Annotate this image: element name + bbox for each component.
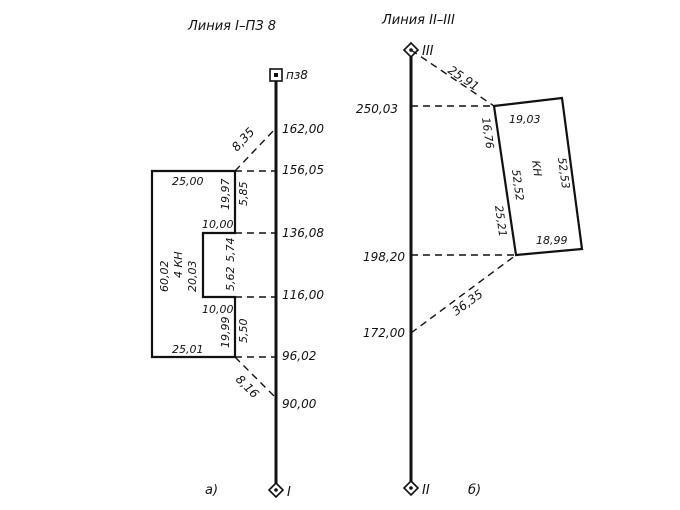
chainage-b-198: 198,20 bbox=[363, 250, 405, 264]
station-iii-label: III bbox=[422, 44, 434, 59]
diag-a-bottom bbox=[234, 356, 277, 399]
offset-b-left-side: 52,52 bbox=[509, 169, 526, 202]
building-b-label: КН bbox=[529, 160, 544, 178]
offset-a-inner-height: 20,03 bbox=[186, 261, 199, 293]
offset-a-outer-height: 60,02 bbox=[158, 261, 171, 293]
offset-a-lower-width: 25,01 bbox=[172, 343, 204, 356]
diagram-a: Линия I–ПЗ 8 пз8 I а) 162,00 156,05 136, bbox=[150, 19, 324, 500]
chainage-a-156: 156,05 bbox=[282, 163, 324, 177]
diag-b-top bbox=[410, 49, 495, 107]
offset-a-upper-side: 19,97 bbox=[219, 179, 232, 211]
offset-a-lower-side: 19,99 bbox=[219, 317, 232, 349]
chainage-a-136: 136,08 bbox=[282, 226, 324, 240]
offset-a-lower-off: 5,50 bbox=[237, 319, 250, 344]
offset-a-bottom-diag: 8,16 bbox=[233, 372, 262, 401]
offset-a-top-diag: 8,35 bbox=[229, 125, 257, 154]
chainage-b-250: 250,03 bbox=[356, 102, 398, 116]
offset-a-step-top: 10,00 bbox=[202, 218, 234, 231]
offset-a-inner-low: 5,62 bbox=[224, 267, 237, 292]
offset-a-inner-top: 5,74 bbox=[224, 238, 237, 263]
building-b-outline bbox=[492, 96, 584, 257]
chainage-a-96: 96,02 bbox=[282, 349, 316, 363]
caption-b: б) bbox=[468, 483, 481, 498]
offset-b-top-side: 19,03 bbox=[509, 113, 541, 126]
diag-a-top bbox=[234, 127, 277, 172]
offset-b-top-left: 16,76 bbox=[479, 117, 496, 150]
offset-b-lower-left: 25,21 bbox=[492, 205, 509, 238]
station-diamond-icon bbox=[267, 481, 285, 499]
station-ii-label: II bbox=[422, 483, 430, 498]
chainage-a-116: 116,00 bbox=[282, 288, 324, 302]
offset-a-upper-width: 25,00 bbox=[172, 175, 204, 188]
station-pz8-label: пз8 bbox=[286, 68, 308, 82]
offset-b-right-side: 52,53 bbox=[555, 157, 572, 190]
offset-b-bottom-diag: 36,35 bbox=[450, 287, 486, 319]
chainage-a-90: 90,00 bbox=[282, 397, 317, 411]
diagram-a-title: Линия I–ПЗ 8 bbox=[187, 19, 276, 34]
caption-a: а) bbox=[205, 483, 218, 498]
diagram-b: Линия II–III III II б) 250,03 198,20 172… bbox=[356, 13, 584, 498]
offset-b-bottom-side: 18,99 bbox=[536, 234, 568, 247]
building-a-label: 4 КН bbox=[172, 251, 185, 278]
station-square-icon bbox=[269, 68, 283, 82]
offset-a-step-bottom: 10,00 bbox=[202, 303, 234, 316]
chainage-b-172: 172,00 bbox=[363, 326, 405, 340]
station-diamond-icon bbox=[402, 479, 420, 497]
offset-b-top-diag: 25,91 bbox=[445, 63, 481, 94]
offset-a-upper-off: 5,85 bbox=[237, 182, 250, 207]
diagram-b-title: Линия II–III bbox=[381, 13, 455, 28]
chainage-a-162: 162,00 bbox=[282, 122, 324, 136]
diag-b-bottom bbox=[410, 254, 517, 334]
station-i-label: I bbox=[287, 485, 291, 500]
